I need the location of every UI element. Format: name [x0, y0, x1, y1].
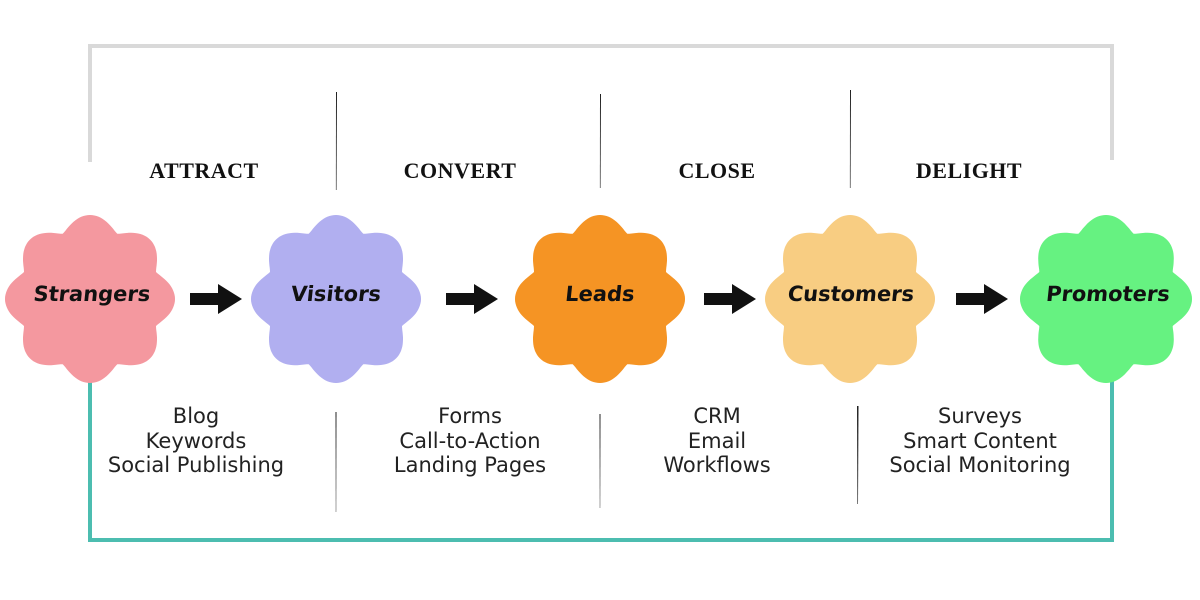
arrow-right-icon [704, 284, 756, 314]
stage-label-convert: CONVERT [403, 158, 517, 183]
node-label-strangers: Strangers [32, 282, 152, 306]
tool-item: Call-to-Action [399, 428, 541, 453]
stage-dividers [335, 90, 859, 512]
tool-item: Landing Pages [393, 453, 547, 477]
tools-close: CRM Email Workflows [597, 404, 837, 478]
arrow-right-icon [190, 284, 242, 314]
stage-label-close: CLOSE [678, 158, 756, 183]
visitors-flower [251, 215, 421, 383]
arrow-right-icon [446, 284, 498, 314]
tool-item: Keywords [145, 428, 247, 453]
customers-flower [765, 215, 935, 383]
divider-bottom-1 [335, 412, 337, 512]
tool-item: Smart Content [903, 428, 1057, 453]
divider-top-2 [599, 94, 601, 188]
top-loop-line [88, 44, 1114, 162]
divider-bottom-3 [857, 406, 859, 504]
node-label-promoters: Promoters [1044, 282, 1172, 306]
tool-item: Social Monitoring [889, 453, 1071, 477]
tools-convert: Forms Call-to-Action Landing Pages [350, 404, 590, 478]
tool-item: CRM [693, 404, 741, 428]
arrow-right-icon [956, 284, 1008, 314]
divider-top-3 [849, 90, 851, 188]
stage-label-attract: ATTRACT [149, 158, 259, 183]
tools-attract: Blog Keywords Social Publishing [76, 404, 316, 478]
divider-bottom-2 [599, 414, 601, 508]
tool-item: Social Publishing [107, 453, 285, 477]
strangers-flower [5, 215, 175, 383]
node-label-leads: Leads [564, 282, 636, 306]
tools-delight: Surveys Smart Content Social Monitoring [860, 404, 1100, 478]
node-label-visitors: Visitors [289, 282, 383, 306]
tool-item: Workflows [663, 453, 771, 477]
bottom-loop-line [88, 380, 1114, 542]
tool-item: Surveys [938, 404, 1022, 428]
tool-item: Email [687, 428, 747, 453]
tool-item: Blog [172, 404, 220, 428]
tool-item: Forms [438, 404, 502, 428]
divider-top-1 [335, 92, 337, 190]
promoters-flower [1020, 215, 1192, 383]
node-label-customers: Customers [786, 282, 916, 306]
leads-flower [515, 215, 685, 383]
stage-label-delight: DELIGHT [915, 158, 1023, 183]
